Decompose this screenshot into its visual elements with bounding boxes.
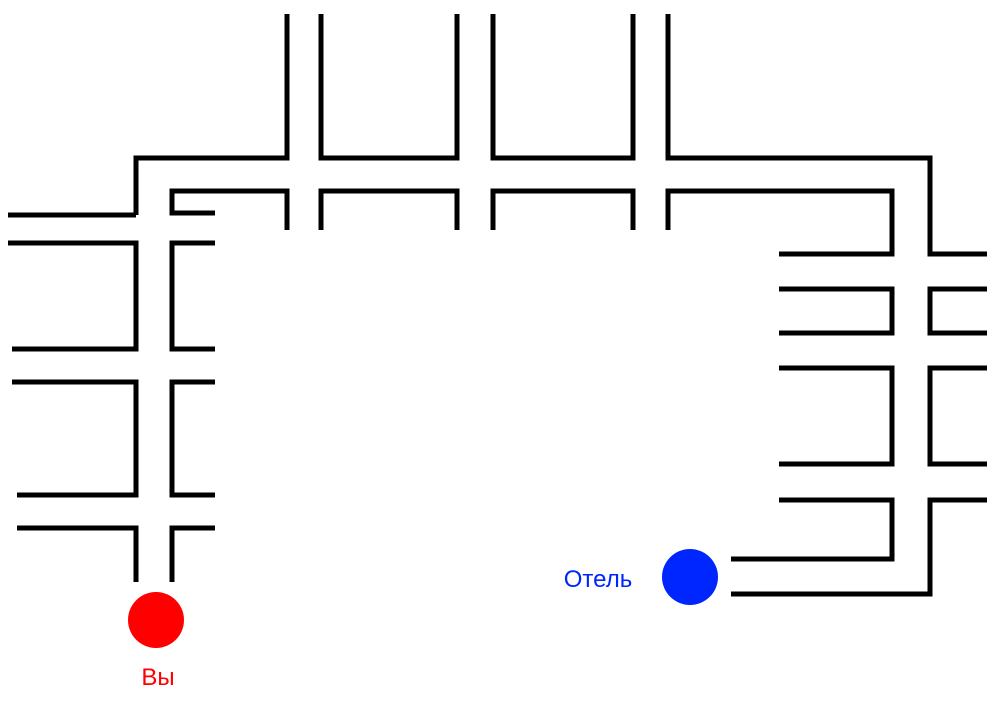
- top-inner-wall-left: [169, 188, 290, 230]
- top-corridor-2-right-wall: [490, 14, 636, 161]
- left-block-2-outer: [12, 379, 139, 498]
- you-marker-dot: [128, 592, 184, 648]
- left-block-1-outer: [8, 240, 139, 352]
- right-block-2-left: [779, 365, 895, 467]
- right-block-1-right: [927, 286, 987, 336]
- right-block-2-right: [927, 365, 987, 467]
- top-inner-block-1: [318, 188, 460, 230]
- top-street-walls: [133, 14, 987, 257]
- top-corridor-1-right-wall: [318, 14, 460, 161]
- top-inner-wall-right: [665, 188, 895, 257]
- right-block-1-left: [779, 286, 895, 336]
- left-street-walls: [8, 212, 215, 582]
- hotel-marker-dot: [662, 549, 718, 605]
- left-block-2-inner: [169, 379, 215, 498]
- left-block-3-outer: [17, 525, 139, 582]
- left-block-1-inner: [169, 240, 215, 352]
- hotel-label: Отель: [564, 566, 632, 593]
- left-block-3-inner: [169, 525, 215, 582]
- right-block-3-outer: [731, 497, 987, 597]
- top-inner-block-2: [490, 188, 636, 230]
- right-block-3-inner: [731, 497, 895, 562]
- top-right-outer-wall: [665, 14, 987, 257]
- top-outer-wall: [133, 14, 290, 215]
- you-label: Вы: [141, 664, 174, 691]
- right-street-walls: [731, 286, 987, 597]
